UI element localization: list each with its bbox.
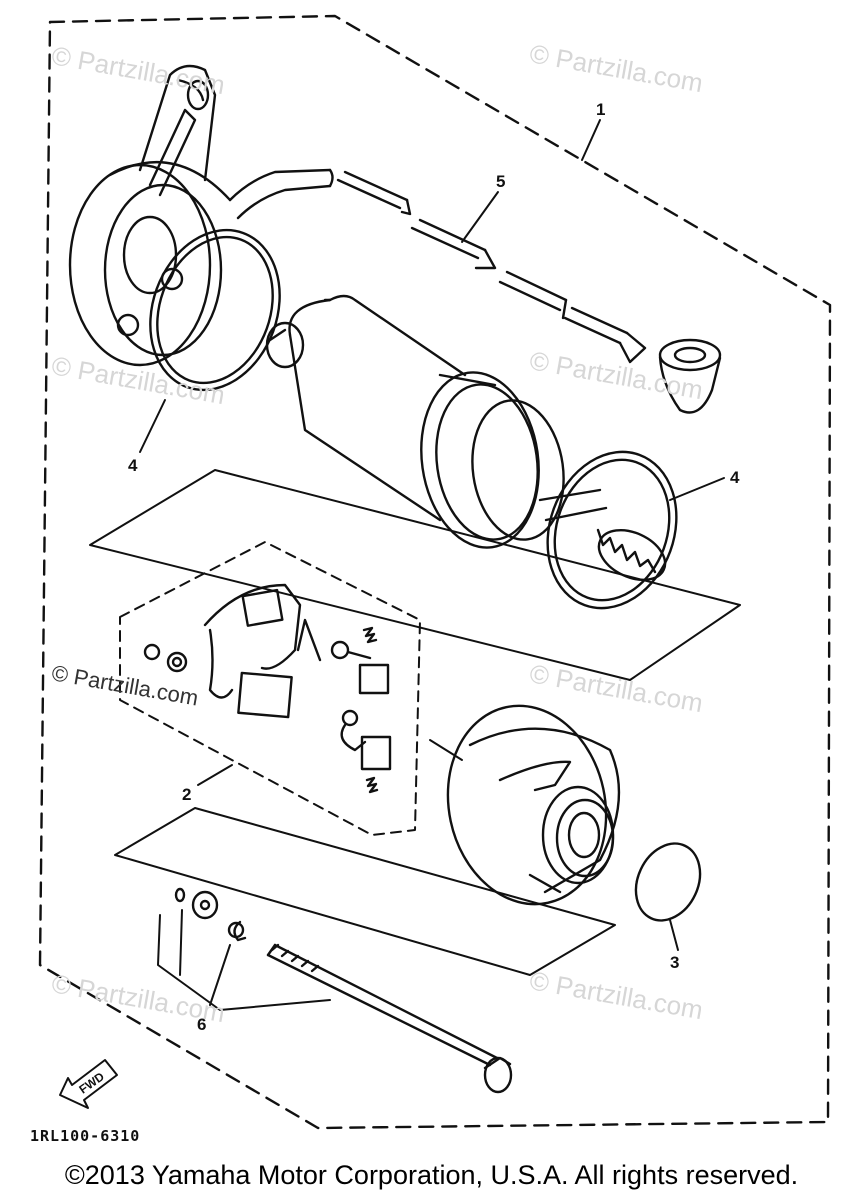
leader-4b [669, 477, 725, 501]
copyright-notice: ©2013 Yamaha Motor Corporation, U.S.A. A… [64, 1160, 799, 1190]
callout-4-right: 4 [730, 468, 740, 487]
o-ring-right [546, 450, 678, 610]
leader-1 [581, 119, 601, 161]
callout-4-left: 4 [128, 456, 138, 475]
callout-1: 1 [596, 100, 606, 119]
through-bolt [266, 943, 513, 1094]
brush-holder [143, 583, 322, 719]
washer-set [174, 887, 247, 942]
o-ring-rear [634, 842, 702, 922]
lower-plane [114, 807, 616, 976]
callout-3: 3 [670, 953, 680, 972]
fwd-arrow-icon [59, 1059, 118, 1109]
leader-5 [461, 191, 499, 243]
motor-yoke [265, 294, 608, 549]
lead-wire [328, 168, 722, 414]
brush-springs [330, 626, 392, 794]
upper-plane [89, 469, 741, 681]
assembly-boundary [38, 14, 832, 1130]
callout-2: 2 [182, 785, 192, 804]
leader-6 [157, 909, 331, 1011]
diagram-code: 1RL100-6310 [30, 1127, 141, 1145]
callout-6: 6 [197, 1015, 207, 1034]
rear-cover [446, 704, 621, 906]
leader-3 [669, 919, 679, 951]
leader-2 [197, 764, 233, 786]
brush-holder-boundary [119, 541, 421, 836]
o-ring-left [149, 228, 281, 392]
leader-4a [139, 399, 166, 453]
front-cover-bracket [68, 64, 332, 367]
callout-5: 5 [496, 172, 506, 191]
